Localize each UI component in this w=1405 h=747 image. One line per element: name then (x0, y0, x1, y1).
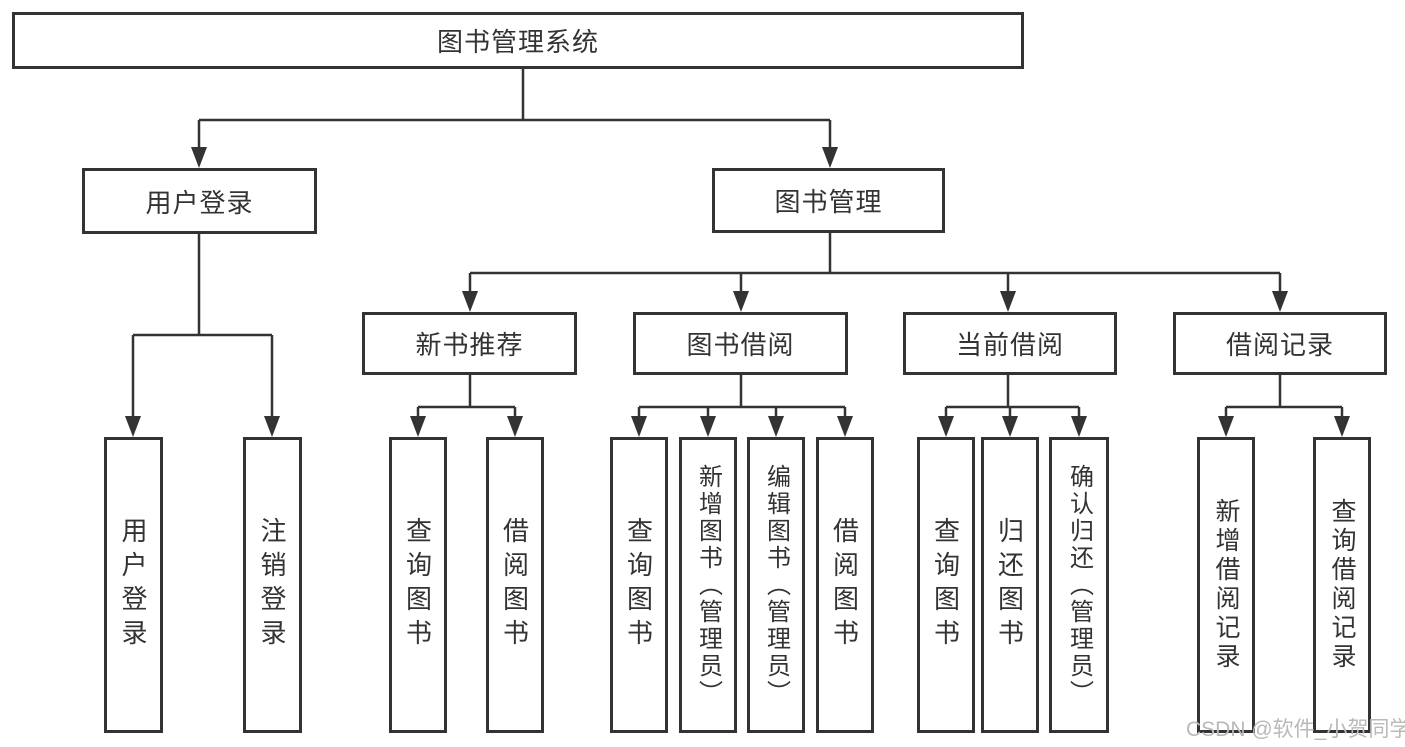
node-book-management-label: 图书管理 (774, 187, 883, 217)
leaf-borrow-books-recommend-label: 借阅图书 (499, 517, 530, 653)
node-root: 图书管理系统 (12, 12, 1024, 69)
node-book-management: 图书管理 (712, 168, 945, 233)
leaf-query-books-borrowing: 查询图书 (610, 437, 668, 733)
csdn-watermark: CSDN @软件_小贺同学 (1186, 718, 1405, 741)
leaf-return-books-label: 归还图书 (994, 517, 1025, 653)
node-root-label: 图书管理系统 (436, 27, 599, 57)
leaf-confirm-return-admin: 确认归还（管理员） (1049, 437, 1109, 733)
leaf-borrow-books-borrowing: 借阅图书 (816, 437, 874, 733)
node-current-borrowing-label: 当前借阅 (955, 330, 1064, 360)
node-current-borrowing: 当前借阅 (903, 312, 1117, 375)
leaf-confirm-return-admin-label: 确认归还（管理员） (1065, 463, 1093, 707)
leaf-query-books-recommend-label: 查询图书 (402, 517, 433, 653)
leaf-add-borrow-record: 新增借阅记录 (1197, 437, 1255, 733)
leaf-add-books-admin-label: 新增图书（管理员） (694, 463, 722, 707)
connector-borrowrecord-split (1224, 375, 1344, 421)
leaf-user-login: 用户登录 (104, 437, 163, 733)
leaf-query-books-borrowing-label: 查询图书 (623, 517, 654, 653)
leaf-edit-books-admin-label: 编辑图书（管理员） (762, 463, 790, 707)
connector-newbookrec-split (416, 375, 517, 421)
node-book-borrowing-label: 图书借阅 (686, 330, 795, 360)
node-new-book-recommend-label: 新书推荐 (415, 330, 524, 360)
node-borrow-records-label: 借阅记录 (1225, 330, 1334, 360)
connector-bookborrow-split (637, 375, 847, 421)
connector-root-to-level2 (197, 69, 832, 150)
leaf-query-borrow-record: 查询借阅记录 (1313, 437, 1371, 733)
leaf-return-books: 归还图书 (981, 437, 1039, 733)
leaf-borrow-books-recommend: 借阅图书 (486, 437, 544, 733)
leaf-add-books-admin: 新增图书（管理员） (679, 437, 737, 733)
leaf-borrow-books-borrowing-label: 借阅图书 (829, 517, 860, 653)
leaf-query-books-current-label: 查询图书 (930, 517, 961, 653)
node-book-borrowing: 图书借阅 (633, 312, 848, 375)
connector-currentborrow-split (944, 375, 1081, 421)
leaf-query-books-current: 查询图书 (917, 437, 975, 733)
connector-userlogin-split (131, 234, 274, 420)
leaf-add-borrow-record-label: 新增借阅记录 (1212, 498, 1240, 672)
leaf-logout-label: 注销登录 (257, 517, 287, 653)
node-borrow-records: 借阅记录 (1173, 312, 1387, 375)
node-user-login: 用户登录 (82, 168, 317, 234)
node-user-login-label: 用户登录 (145, 187, 254, 218)
connector-bookmgmt-to-level3 (468, 233, 1282, 296)
leaf-edit-books-admin: 编辑图书（管理员） (747, 437, 805, 733)
leaf-query-books-recommend: 查询图书 (389, 437, 447, 733)
leaf-logout: 注销登录 (243, 437, 302, 733)
arrowheads (125, 147, 1350, 437)
leaf-query-borrow-record-label: 查询借阅记录 (1328, 498, 1356, 672)
node-new-book-recommend: 新书推荐 (362, 312, 577, 375)
leaf-user-login-label: 用户登录 (118, 517, 148, 653)
